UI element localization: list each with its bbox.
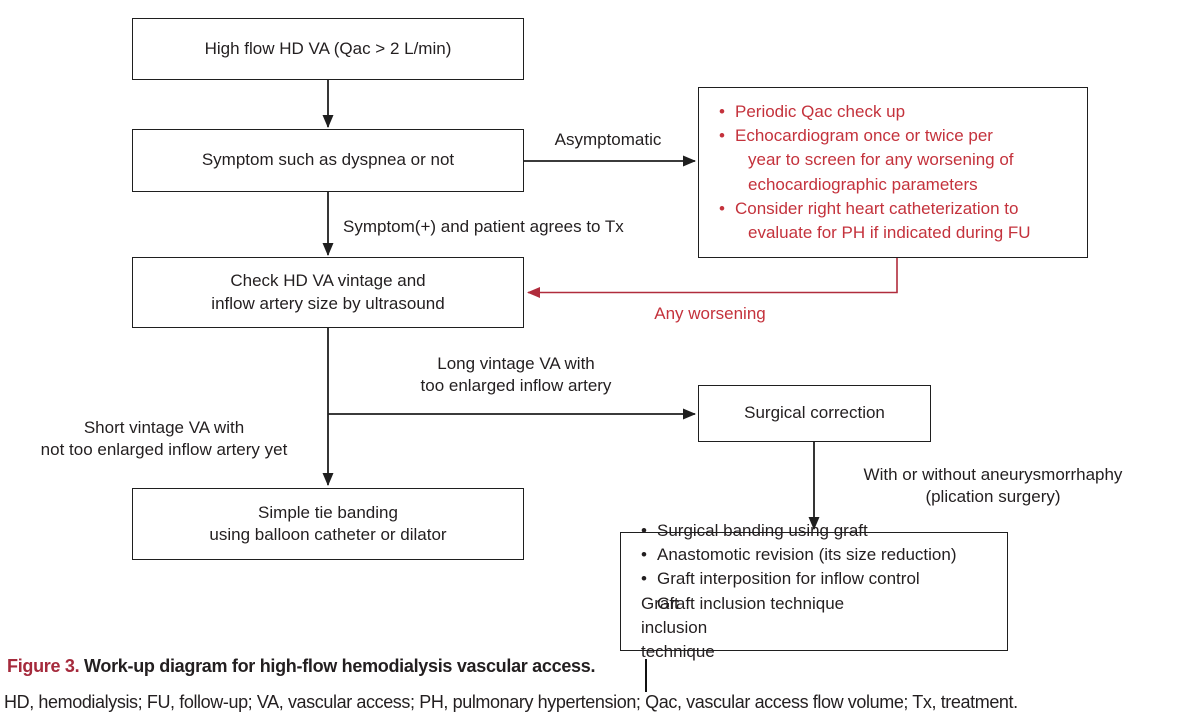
surgical-option-text: Graft interposition for inflow control xyxy=(657,569,920,589)
followup-item-text: Consider right heart catheterization to … xyxy=(735,198,1031,242)
figure-number-label: Figure 3. xyxy=(7,656,80,676)
list-item: • Periodic Qac check up xyxy=(719,100,1079,124)
list-item: • Surgical banding using graft xyxy=(641,519,999,543)
box-high-flow-hd-va: High flow HD VA (Qac > 2 L/min) xyxy=(132,18,524,80)
arrow-worsening-return xyxy=(527,258,898,298)
text-cursor xyxy=(645,659,647,692)
list-item: • Anastomotic revision (its size reducti… xyxy=(641,543,999,567)
box-surgical-correction: Surgical correction xyxy=(698,385,931,442)
box-surgical-options: • Surgical banding using graft • Anastom… xyxy=(620,521,1008,661)
bullet-icon: • xyxy=(719,102,725,122)
box-symptom-dyspnea: Symptom such as dyspnea or not xyxy=(132,129,524,192)
surgical-option-text: Graft inclusion technique xyxy=(657,593,845,613)
bullet-icon: • xyxy=(641,569,647,589)
surgical-option-text: Anastomotic revision (its size reduction… xyxy=(657,545,957,565)
surgical-option-text: Surgical banding using graft xyxy=(657,521,868,541)
bullet-icon: • xyxy=(641,521,647,541)
bullet-icon: Graft inclusion technique xyxy=(641,593,715,661)
list-item: • Graft interposition for inflow control xyxy=(641,567,999,591)
label-long-vintage: Long vintage VA with too enlarged inflow… xyxy=(420,354,612,396)
bullet-icon: • xyxy=(641,545,647,565)
box-simple-tie-banding: Simple tie banding using balloon cathete… xyxy=(132,488,524,560)
label-aneurysmorrhaphy: With or without aneurysmorrhaphy (plicat… xyxy=(863,465,1123,507)
figure-title-text: Work-up diagram for high-flow hemodialys… xyxy=(79,656,596,676)
label-any-worsening: Any worsening xyxy=(654,304,766,323)
followup-item-text: Periodic Qac check up xyxy=(735,102,906,122)
list-item: • Consider right heart catheterization t… xyxy=(719,197,1079,245)
label-asymptomatic: Asymptomatic xyxy=(554,130,662,149)
box-asymptomatic-followup: • Periodic Qac check up • Echocardiogram… xyxy=(698,87,1088,258)
label-short-vintage: Short vintage VA with not too enlarged i… xyxy=(40,418,288,460)
bullet-icon: • xyxy=(719,126,725,146)
figure-caption-title: Figure 3. Work-up diagram for high-flow … xyxy=(7,656,595,677)
list-item: Graft inclusion technique Graft inclusio… xyxy=(641,592,999,664)
figure-caption-abbreviations: HD, hemodialysis; FU, follow-up; VA, vas… xyxy=(4,692,1018,712)
list-item: • Echocardiogram once or twice per year … xyxy=(719,124,1079,196)
box-check-vintage: Check HD VA vintage and inflow artery si… xyxy=(132,257,524,328)
followup-item-text: Echocardiogram once or twice per year to… xyxy=(735,126,1014,194)
label-symptom-positive: Symptom(+) and patient agrees to Tx xyxy=(343,217,624,236)
bullet-icon: • xyxy=(719,198,725,218)
